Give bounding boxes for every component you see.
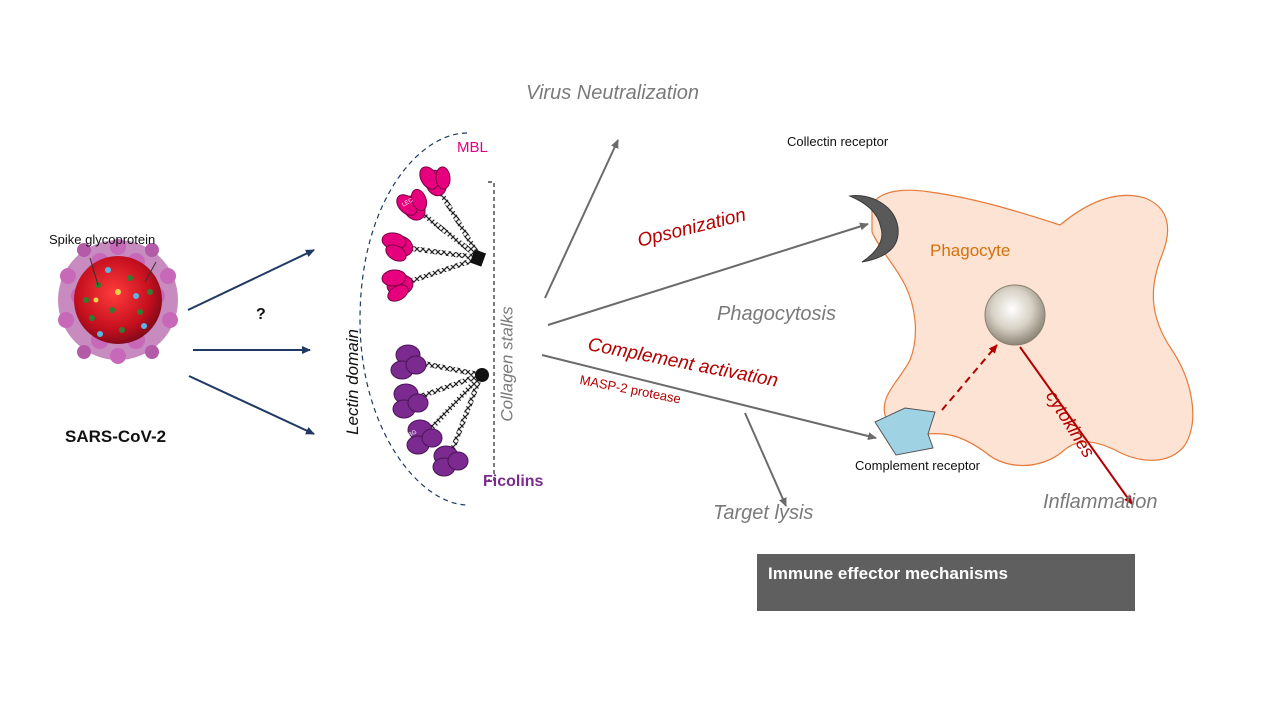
ficolin-molecule	[390, 344, 489, 477]
lectin-domain-label: Lectin domain	[342, 329, 362, 435]
collagen-bracket	[488, 181, 495, 481]
ficolin-fbg-heads	[390, 344, 469, 477]
phagocyte-label: Phagocyte	[930, 241, 1011, 260]
immune-effector-box: Immune effector mechanisms	[757, 554, 1135, 611]
sars-cov-2-virus	[58, 239, 178, 364]
phagocyte-nucleus	[984, 284, 1046, 346]
mbl-lectin-heads	[381, 166, 451, 302]
receptor-signal-arrow	[941, 344, 998, 411]
ficolin-stalks	[415, 359, 484, 457]
immune-effector-title: Immune effector mechanisms	[768, 564, 1008, 583]
mbl-stalks	[407, 186, 483, 285]
spike-glycoprotein-label: Spike glycoprotein	[49, 232, 156, 247]
inflammation-label: Inflammation	[1043, 491, 1158, 513]
neutralization-arrow	[544, 139, 619, 299]
virus-binding-arrows	[187, 249, 315, 435]
spike-pointer-line	[144, 261, 157, 283]
ficolins-label: Ficolins	[483, 473, 544, 490]
question-mark: ?	[256, 306, 266, 323]
complement-arrow	[541, 354, 877, 440]
mbl-hub	[469, 249, 487, 267]
collectin-receptor-label: Collectin receptor	[787, 134, 889, 149]
collagen-stalks-label: Collagen stalks	[497, 306, 517, 422]
target-lysis-label: Target lysis	[713, 502, 814, 524]
lectin-bracket	[359, 132, 469, 506]
cytokines-arrow	[1019, 346, 1133, 505]
complement-receptor-icon	[874, 407, 936, 456]
phagocytosis-label: Phagocytosis	[717, 303, 836, 325]
ficolin-hub	[475, 368, 489, 382]
lysis-arrow	[744, 412, 787, 507]
virus-name-label: SARS-CoV-2	[65, 427, 167, 446]
mbl-label: MBL	[457, 139, 488, 156]
spike-pointer-line	[89, 257, 99, 286]
complement-receptor-label: Complement receptor	[855, 458, 980, 473]
virus-neutralization-label: Virus Neutralization	[526, 82, 700, 104]
mbl-molecule	[381, 166, 487, 302]
pathway-arrows	[541, 139, 877, 507]
collectin-receptor-icon	[848, 195, 899, 263]
opsonization-arrow	[547, 222, 869, 326]
